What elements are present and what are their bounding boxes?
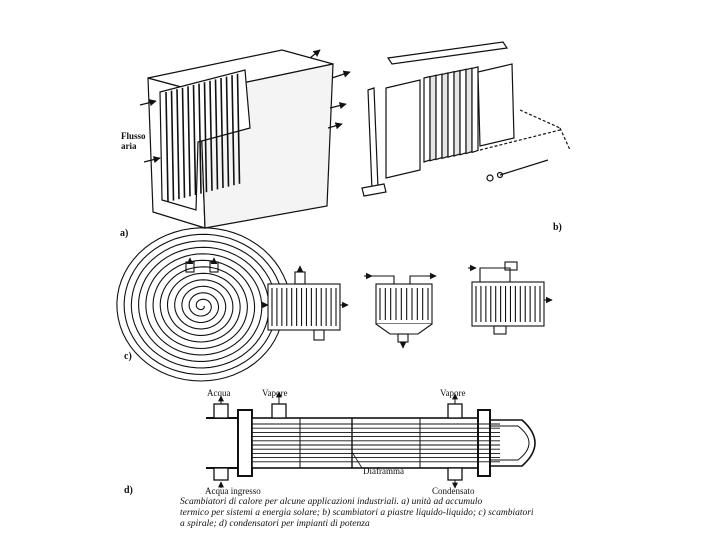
panel-d-tag: d) xyxy=(124,485,133,496)
condenser-drawing xyxy=(206,391,536,489)
figure-caption: Scambiatori di calore per alcune applica… xyxy=(180,497,575,530)
caption-line1: Scambiatori di calore per alcune applica… xyxy=(180,497,483,507)
flow-label-line2: aria xyxy=(121,141,137,151)
label-diaphragm: Diaframma xyxy=(363,466,404,476)
panel-a-tag: a) xyxy=(120,228,129,239)
caption-line2: termico per sistemi a energia solare; b)… xyxy=(180,508,534,518)
label-steam-left: Vapore xyxy=(262,388,288,398)
caption-line3: a spirale; d) condensatori per impianti … xyxy=(180,519,370,529)
label-condensate: Condensato xyxy=(432,486,475,496)
panel-b-tag: b) xyxy=(553,222,562,233)
label-water: Acqua xyxy=(207,388,231,398)
plate-exchanger-drawing xyxy=(361,41,571,197)
spiral-exchangers-drawing xyxy=(116,227,553,382)
flow-label-line1: Flusso xyxy=(121,131,146,141)
storage-unit-drawing xyxy=(139,49,351,229)
label-steam-right: Vapore xyxy=(440,388,466,398)
label-water-inlet: Acqua ingresso xyxy=(205,486,261,496)
panel-c-tag: c) xyxy=(124,351,132,362)
